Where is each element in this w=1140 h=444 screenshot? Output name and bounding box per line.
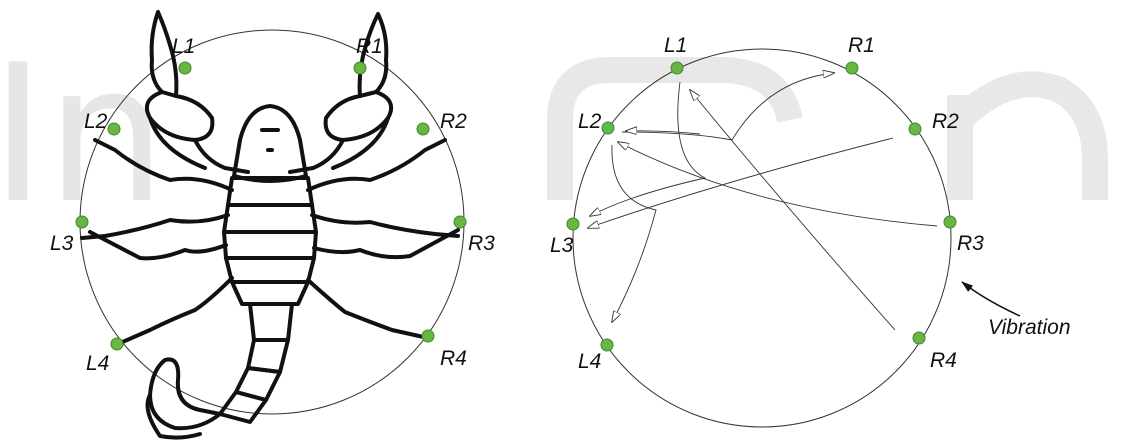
vibration-arrow [961,281,1021,317]
right-sensor-l1-label: L1 [664,34,687,57]
vibration-label: Vibration [988,316,1071,339]
left-sensor-r3-dot [453,215,467,229]
left-sensor-r1-label: R1 [356,35,383,58]
left-sensor-l3-label: L3 [50,232,74,255]
arrow-l2-to-r1 [731,73,834,141]
arrow-left-branch [621,131,733,141]
right-sensor-l1-dot [670,61,684,75]
right-sensor-r2-dot [908,122,922,136]
right-sensor-r4-label: R4 [930,349,957,372]
right-sensor-ring [572,48,952,428]
right-sensor-r3-label: R3 [957,232,984,255]
right-sensor-l3-dot [566,217,580,231]
arrow-r4-to-l1 [690,90,896,331]
left-sensor-l4-label: L4 [86,352,109,375]
left-sensor-l2-dot [107,122,121,136]
left-sensor-l2-label: L2 [84,110,108,133]
right-sensor-l2-dot [601,121,615,135]
arrow-l1-to-l3 [590,81,707,216]
left-sensor-r2-dot [416,122,430,136]
scorpion-figure [80,10,460,440]
right-sensor-r3-dot [943,215,957,229]
left-sensor-l1-label: L1 [172,35,195,58]
arrow-r2-to-l3 [588,137,894,228]
arrow-group [588,73,938,331]
left-sensor-r4-dot [421,329,435,343]
left-sensor-r2-label: R2 [440,110,467,133]
watermark-text: In [0,24,166,245]
right-sensor-r4-dot [912,331,926,345]
arrow-l2-to-l4 [612,144,657,322]
left-sensor-l1-dot [178,61,192,75]
left-sensor-r1-dot [353,61,367,75]
right-sensor-l3-label: L3 [550,234,574,257]
right-sensor-r1-label: R1 [848,34,875,57]
left-diagram: L1 R1 L2 R2 L3 R3 L4 R4 [50,10,495,440]
left-sensor-l3-dot [75,215,89,229]
right-sensor-l4-dot [600,338,614,352]
left-sensor-r3-label: R3 [468,232,495,255]
right-diagram: Vibration L1 R1 L2 R2 L3 R3 L4 R4 [550,34,1071,428]
right-sensor-l2-label: L2 [578,110,602,133]
arrow-branch-to-l2-tip [626,131,701,134]
right-sensor-r1-dot [845,61,859,75]
left-sensor-l4-dot [110,337,124,351]
right-sensor-r2-label: R2 [932,110,959,133]
left-sensor-r4-label: R4 [440,347,467,370]
right-sensor-l4-label: L4 [578,350,601,373]
arrow-r3-to-l2 [618,142,938,227]
watermark-decoration [547,57,1108,200]
